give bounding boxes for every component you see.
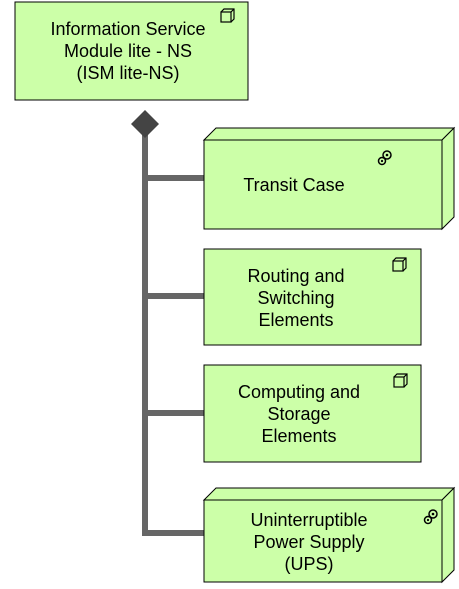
node-3d-top [202,487,456,501]
composition-connectors [131,110,204,536]
device-gear-icon [377,150,392,166]
composition-diamond-icon [131,110,159,138]
child-node-routing-switching[interactable] [203,248,422,346]
child-box-computing-storage[interactable] [203,364,422,463]
child-label-ups: Uninterruptible Power Supply (UPS) [250,510,368,574]
child-label-transit-case: Transit Case [243,175,345,195]
child-label-routing-switching: Routing and Switching Elements [247,266,345,330]
child-node-computing-storage[interactable] [203,364,422,463]
node-3d-side [441,126,455,231]
node-icon [220,8,235,23]
child-node-ups[interactable] [202,486,456,584]
root-node-box[interactable] [14,1,249,101]
node-3d-front[interactable] [203,499,443,583]
child-label-computing-storage: Computing and Storage Elements [237,382,361,446]
node-icon [393,373,408,388]
child-box-routing-switching[interactable] [203,248,422,346]
root-node[interactable] [14,1,249,101]
node-3d-side [441,486,455,584]
root-node-label: Information Service Module lite - NS (IS… [50,19,206,83]
child-node-transit-case[interactable] [202,126,456,231]
device-gear-icon [423,509,438,525]
node-icon [392,257,407,272]
node-3d-front[interactable] [203,139,443,230]
node-3d-top [202,127,456,141]
